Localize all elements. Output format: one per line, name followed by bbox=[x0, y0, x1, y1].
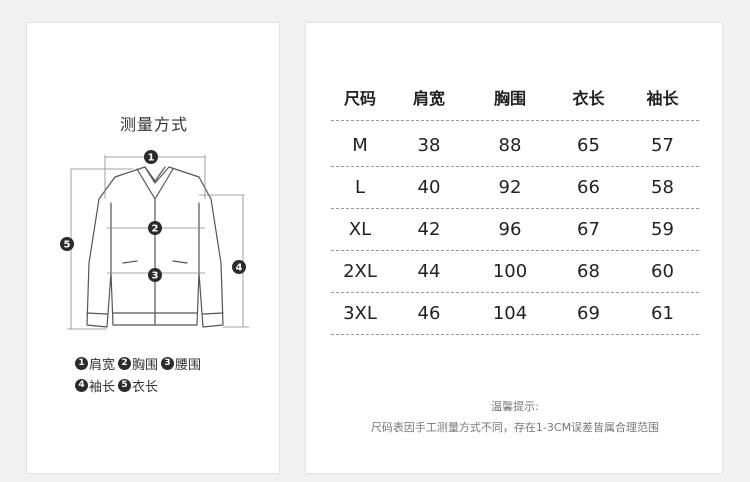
badge-waist bbox=[148, 268, 162, 282]
diagram-number-4: 4 bbox=[236, 263, 243, 274]
cell-size: M bbox=[352, 135, 368, 156]
cell-chest: 88 bbox=[498, 135, 522, 156]
cell-size: L bbox=[354, 177, 366, 198]
legend-badge: 5 bbox=[118, 379, 132, 392]
diagram-number-5: 5 bbox=[64, 240, 71, 251]
legend-item-shoulder: 1 肩宽 bbox=[75, 354, 115, 373]
table-row: 3XL 46 104 69 61 bbox=[331, 293, 699, 335]
cell-size: 3XL bbox=[343, 303, 377, 324]
badge-shoulder bbox=[144, 150, 158, 164]
cell-length: 65 bbox=[577, 135, 600, 156]
cell-length: 67 bbox=[577, 219, 600, 240]
cell-length: 69 bbox=[577, 303, 600, 324]
header-length: 衣长 bbox=[572, 88, 605, 108]
cell-shoulder: 42 bbox=[417, 219, 441, 240]
legend-badge: 3 bbox=[161, 357, 175, 370]
header-sleeve: 袖长 bbox=[646, 88, 679, 108]
table-row: 2XL 44 100 68 60 bbox=[331, 251, 699, 293]
cell-size: XL bbox=[348, 219, 372, 240]
cell-sleeve: 58 bbox=[651, 177, 674, 198]
legend-label: 肩宽 bbox=[89, 358, 116, 373]
cell-chest: 92 bbox=[498, 177, 522, 198]
header-size: 尺码 bbox=[343, 88, 376, 108]
legend-row-2: 4 袖长 5 衣长 bbox=[75, 376, 161, 395]
table-row: M 38 88 65 57 bbox=[331, 125, 699, 167]
table-row: L 40 92 66 58 bbox=[331, 167, 699, 209]
diagram-number-2: 2 bbox=[152, 224, 159, 235]
table-header-row: 尺码 肩宽 胸围 衣长 袖长 bbox=[331, 73, 699, 121]
legend-item-chest: 2 胸围 bbox=[118, 354, 158, 373]
legend-badge: 1 bbox=[75, 357, 88, 370]
badge-sleeve bbox=[232, 260, 246, 274]
size-chart-panel: 尺码 肩宽 胸围 衣长 袖长 M 38 88 65 57 L 40 92 66 … bbox=[305, 22, 723, 474]
cell-shoulder: 40 bbox=[417, 177, 441, 198]
table-row: XL 42 96 67 59 bbox=[331, 209, 699, 251]
notice-title: 温馨提示: bbox=[491, 400, 539, 413]
diagram-number-1: 1 bbox=[148, 153, 155, 164]
size-table: 尺码 肩宽 胸围 衣长 袖长 M 38 88 65 57 L 40 92 66 … bbox=[331, 73, 699, 335]
header-chest: 胸围 bbox=[493, 88, 526, 108]
legend-badge: 4 bbox=[75, 379, 88, 392]
cell-chest: 104 bbox=[492, 303, 528, 324]
cell-length: 66 bbox=[577, 177, 600, 198]
badge-chest bbox=[148, 221, 162, 235]
legend-item-sleeve: 4 袖长 bbox=[75, 376, 115, 395]
diagram-number-3: 3 bbox=[152, 271, 159, 282]
cell-length: 68 bbox=[577, 261, 600, 282]
jacket-outline bbox=[86, 166, 224, 328]
cell-chest: 100 bbox=[492, 261, 528, 282]
badge-length bbox=[60, 237, 74, 251]
legend-label: 腰围 bbox=[175, 358, 202, 373]
cell-sleeve: 60 bbox=[651, 261, 674, 282]
legend-badge: 2 bbox=[118, 357, 132, 370]
cell-shoulder: 38 bbox=[417, 135, 441, 156]
measurement-title: 测量方式 bbox=[119, 115, 188, 134]
legend-item-length: 5 衣长 bbox=[118, 376, 158, 395]
cell-size: 2XL bbox=[343, 261, 377, 282]
legend-label: 衣长 bbox=[132, 380, 159, 395]
cell-shoulder: 44 bbox=[417, 261, 441, 282]
cell-sleeve: 59 bbox=[651, 219, 674, 240]
legend-label: 袖长 bbox=[89, 380, 116, 395]
measurement-panel: 测量方式 bbox=[26, 22, 280, 474]
cell-shoulder: 46 bbox=[417, 303, 441, 324]
legend-item-waist: 3 腰围 bbox=[161, 354, 201, 373]
cell-chest: 96 bbox=[498, 219, 522, 240]
legend-label: 胸围 bbox=[132, 358, 159, 373]
notice-text: 尺码表因手工测量方式不同，存在1-3CM误差皆属合理范围 bbox=[370, 421, 660, 434]
diagram-badges: 1 2 3 4 5 bbox=[60, 150, 246, 282]
cell-sleeve: 57 bbox=[651, 135, 674, 156]
header-shoulder: 肩宽 bbox=[412, 88, 445, 108]
cell-sleeve: 61 bbox=[651, 303, 674, 324]
jacket-diagram: 1 2 3 4 5 bbox=[60, 150, 249, 330]
legend-row-1: 1 肩宽 2 胸围 3 腰围 bbox=[75, 354, 204, 373]
